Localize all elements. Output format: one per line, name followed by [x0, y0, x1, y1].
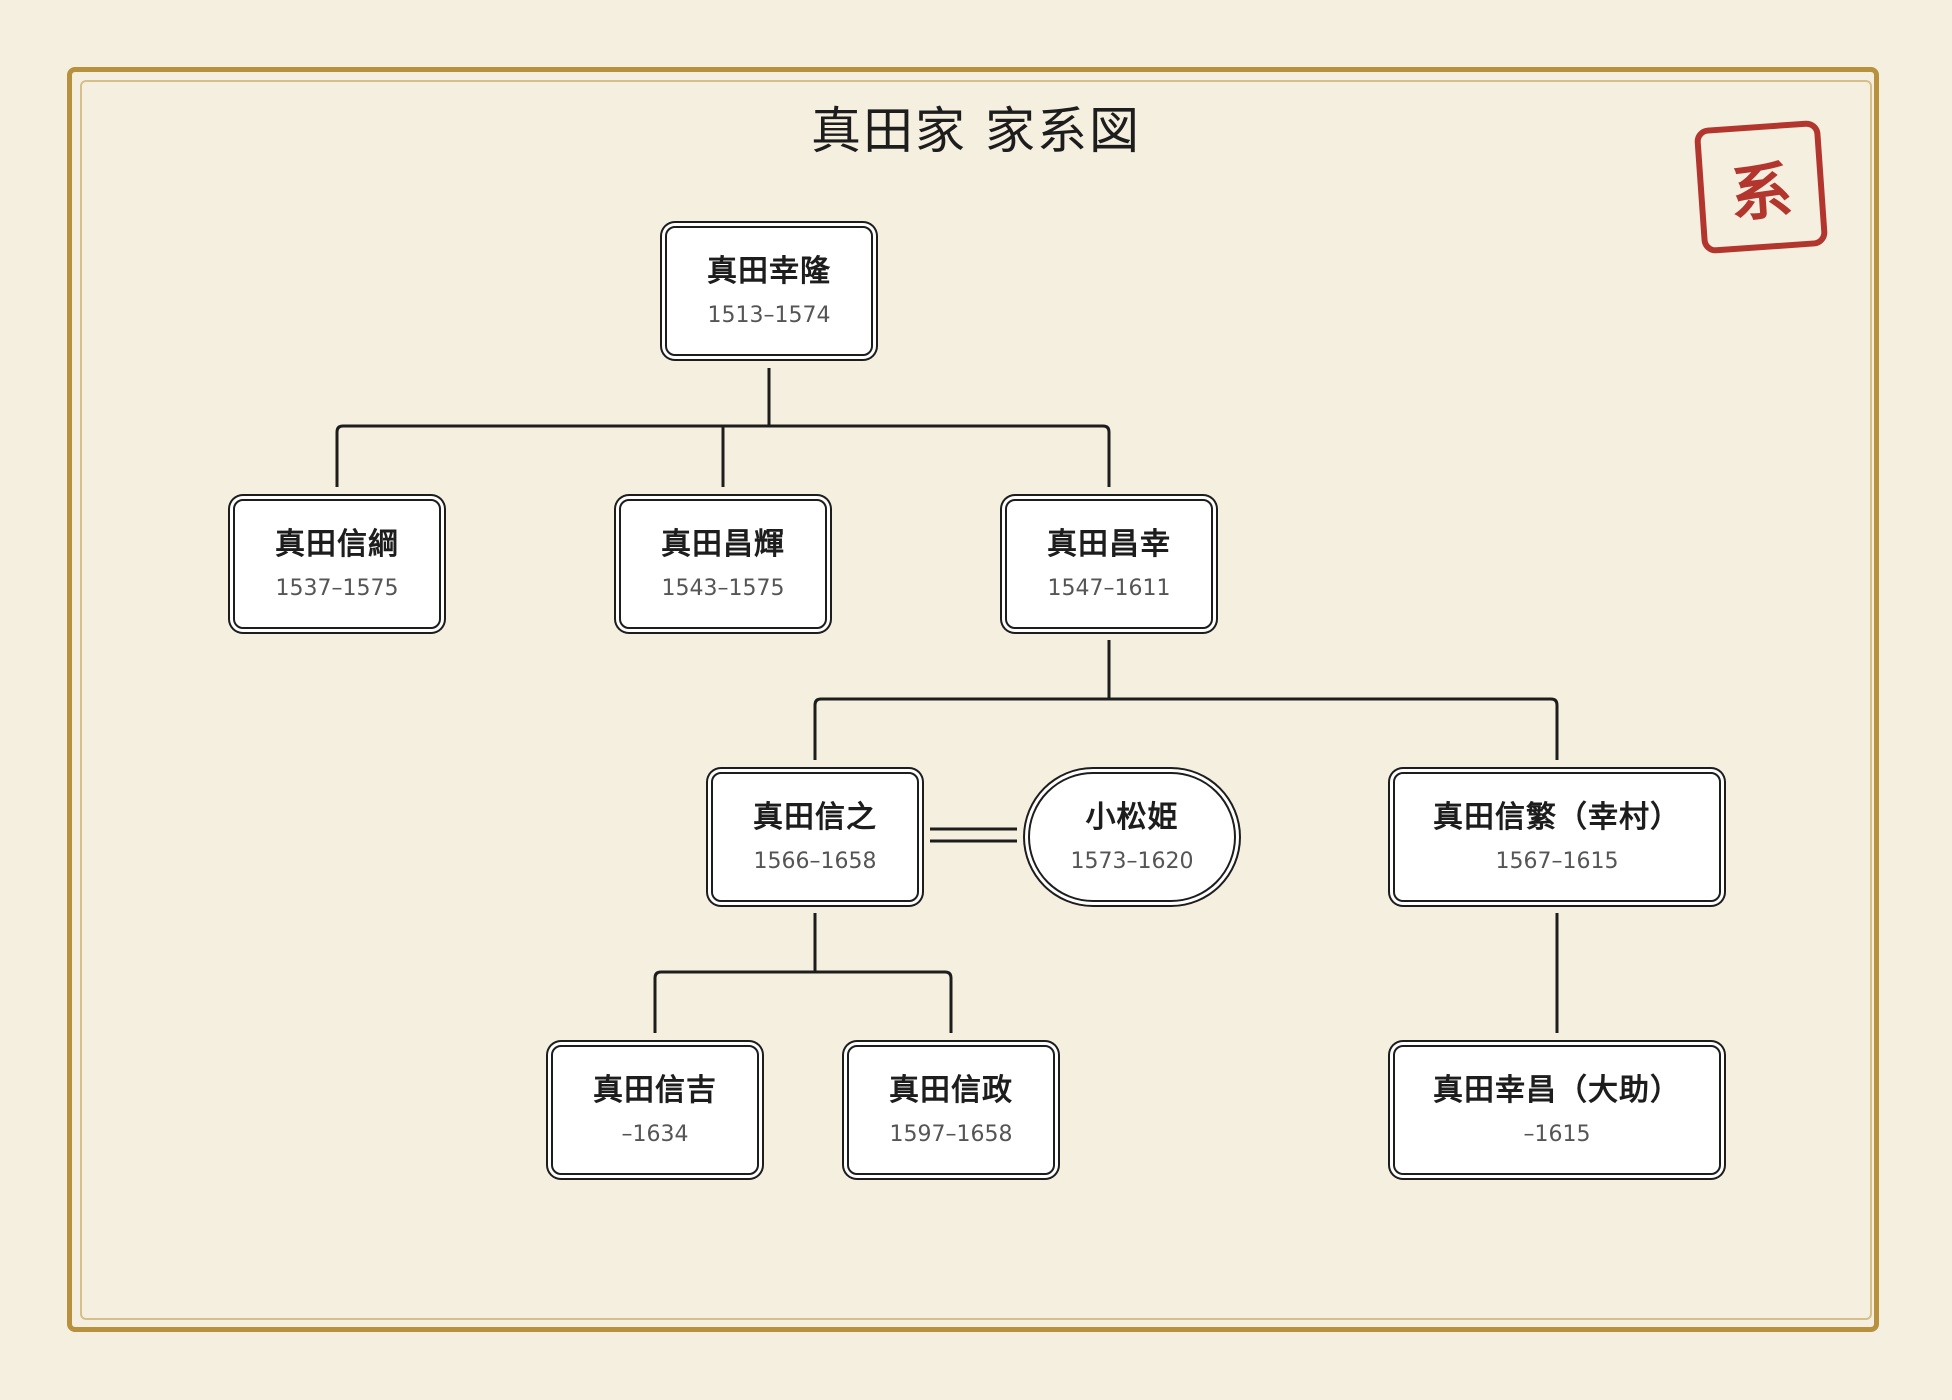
person-name: 真田昌幸	[1047, 527, 1171, 562]
person-nobutsuna[interactable]: 真田信綱 1537–1575	[233, 499, 441, 629]
link-nobuyuki-children	[653, 913, 953, 1033]
person-name: 真田信吉	[593, 1073, 717, 1108]
person-nobumasa[interactable]: 真田信政 1597–1658	[847, 1045, 1055, 1175]
person-name: 真田信政	[889, 1073, 1013, 1108]
person-years: 1513–1574	[707, 303, 831, 328]
person-name: 真田幸昌（大助）	[1433, 1073, 1681, 1108]
person-nobuyoshi[interactable]: 真田信吉 –1634	[551, 1045, 759, 1175]
person-name: 小松姫	[1085, 800, 1179, 835]
person-masateru[interactable]: 真田昌輝 1543–1575	[619, 499, 827, 629]
person-masayuki[interactable]: 真田昌幸 1547–1611	[1005, 499, 1213, 629]
person-name: 真田昌輝	[661, 527, 785, 562]
person-yukitaka[interactable]: 真田幸隆 1513–1574	[665, 226, 873, 356]
person-years: –1615	[1523, 1122, 1591, 1147]
person-years: 1567–1615	[1495, 849, 1619, 874]
person-years: 1566–1658	[753, 849, 877, 874]
person-years: 1597–1658	[889, 1122, 1013, 1147]
link-masayuki-children	[813, 640, 1559, 760]
page-title: 真田家 家系図	[811, 102, 1141, 160]
person-name: 真田信之	[753, 800, 877, 835]
person-years: –1634	[621, 1122, 689, 1147]
person-nobushige[interactable]: 真田信繁（幸村） 1567–1615	[1393, 772, 1721, 902]
person-name: 真田信綱	[275, 527, 399, 562]
person-komatsuhime[interactable]: 小松姫 1573–1620	[1028, 772, 1236, 902]
link-yukitaka-children	[335, 368, 1111, 487]
person-yukimasa[interactable]: 真田幸昌（大助） –1615	[1393, 1045, 1721, 1175]
person-years: 1547–1611	[1047, 576, 1171, 601]
marriage-line	[930, 827, 1017, 843]
inner-frame	[80, 80, 1872, 1320]
person-name: 真田信繁（幸村）	[1433, 800, 1681, 835]
person-years: 1537–1575	[275, 576, 399, 601]
person-years: 1543–1575	[661, 576, 785, 601]
person-name: 真田幸隆	[707, 254, 831, 289]
person-nobuyuki[interactable]: 真田信之 1566–1658	[711, 772, 919, 902]
person-years: 1573–1620	[1070, 849, 1194, 874]
outer-frame	[67, 67, 1879, 1332]
